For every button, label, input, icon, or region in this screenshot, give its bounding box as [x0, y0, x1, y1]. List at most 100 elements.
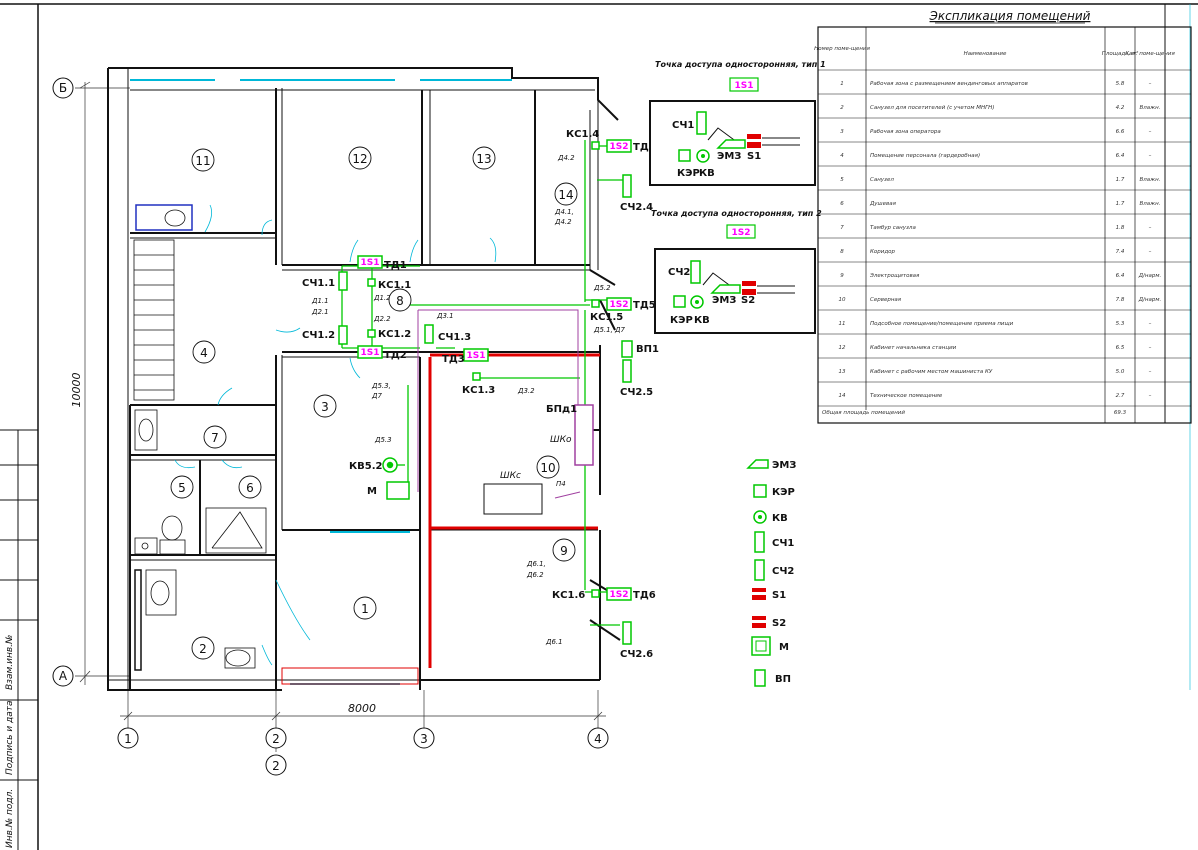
- table-cell-n: 2: [840, 105, 844, 111]
- room-12-label: 12: [352, 152, 367, 166]
- title-block-stamp: Взам.инв.№ Подпись и дата Инв.№ подл.: [5, 635, 15, 848]
- table-cell-n: 9: [840, 273, 844, 279]
- table-cell-name: Помещение персонала (гардеробная): [870, 153, 980, 159]
- detail2-title: Точка доступа односторонняя, тип 2: [651, 209, 822, 218]
- legend-m-label: М: [779, 642, 789, 653]
- stamp-inv: Инв.№ подл.: [5, 789, 15, 848]
- dim-height: 10000: [70, 373, 83, 408]
- table-cell-a: 7.4: [1116, 249, 1125, 255]
- detail1-kv: КВ: [699, 168, 715, 179]
- mark-d53b: Д5.3,: [371, 382, 391, 390]
- tag-1s2-td6: 1S2: [609, 590, 628, 600]
- mark-d51: Д5.1, Д7: [593, 326, 626, 334]
- room-9-label: 9: [560, 544, 568, 558]
- table-cell-n: 3: [840, 129, 844, 135]
- room-10-label: 10: [540, 461, 555, 475]
- table-cell-n: 10: [839, 297, 846, 303]
- legend-sch2-label: СЧ2: [772, 566, 794, 577]
- shkc-label: ШКс: [500, 471, 521, 481]
- legend-sch1-label: СЧ1: [772, 538, 794, 549]
- sch26-label: СЧ2.6: [620, 649, 653, 660]
- table-cell-a: 6.4: [1116, 273, 1125, 279]
- table-total-label: Общая площадь помещений: [822, 410, 905, 416]
- sch24-label: СЧ2.4: [620, 202, 653, 213]
- th-area: Площадь, м²: [1102, 50, 1139, 57]
- table-cell-n: 13: [839, 369, 846, 375]
- mark-d53: Д5.3: [374, 436, 392, 444]
- table-cell-c: –: [1149, 369, 1152, 375]
- table-cell-n: 11: [839, 321, 846, 327]
- mark-d61b: Д6.1: [545, 638, 563, 646]
- fire-rated-walls: [281, 353, 600, 685]
- axis-bubbles: [52, 77, 609, 776]
- table-title: Экспликация помещений: [929, 9, 1091, 23]
- table-cell-name: Подсобное помещение/помещение приема пищ…: [870, 321, 1014, 327]
- table-cell-c: –: [1149, 129, 1152, 135]
- tag-1s1-td2: 1S1: [360, 348, 379, 358]
- dim-width: 8000: [348, 702, 376, 715]
- th-cat: Кат. поме-щения: [1125, 51, 1175, 57]
- windows: [130, 79, 512, 685]
- table-cell-c: Д/нарм.: [1138, 273, 1162, 279]
- ks16-label: КС1.6: [552, 590, 585, 601]
- table-cell-n: 8: [840, 249, 844, 255]
- table-cell-name: Кабинет с рабочим местом машиниста КУ: [870, 369, 993, 375]
- ks11-label: КС1.1: [378, 280, 411, 291]
- sch25-label: СЧ2.5: [620, 387, 653, 398]
- plan-device-tags: 1S1 1S1 1S1 1S2 1S2 1S2: [360, 142, 628, 600]
- cable-marks: Д1.1 Д2.1 Д1.2 Д2.2 Д3.1 Д5.3, Д7 Д5.3 Д…: [311, 154, 626, 646]
- detail-type-2: Точка доступа односторонняя, тип 2 1S2 С…: [651, 209, 822, 334]
- table-cell-a: 1.7: [1116, 201, 1125, 207]
- mark-d52: Д5.2: [593, 284, 611, 292]
- ks14-label: КС1.4: [566, 129, 599, 140]
- symbol-legend: ЭМЗ КЭР КВ СЧ1 СЧ2 S1 S2 М ВП: [746, 459, 796, 687]
- td2-label: ТД2: [384, 350, 407, 361]
- sch12-label: СЧ1.2: [302, 330, 335, 341]
- mark-d7: Д7: [371, 392, 382, 400]
- sch13-label: СЧ1.3: [438, 332, 471, 343]
- legend-s2-label: S2: [772, 618, 786, 629]
- td1-label: ТД1: [384, 260, 407, 271]
- kv52-label: КВ5.2: [349, 461, 383, 472]
- table-cell-n: 14: [839, 393, 846, 399]
- table-cell-a: 5.3: [1116, 321, 1125, 327]
- mark-d42b: Д4.2: [554, 218, 572, 226]
- table-cell-name: Душевая: [869, 201, 897, 207]
- table-cell-c: –: [1149, 393, 1152, 399]
- detail-type-1: Точка доступа односторонняя, тип 1 1S1 С…: [649, 60, 826, 186]
- door-swings: [174, 204, 497, 666]
- mark-d62: Д6.2: [526, 571, 544, 579]
- mark-d22: Д2.2: [373, 315, 391, 323]
- mark-p4: П4: [556, 480, 566, 488]
- table-cell-c: Влажн.: [1140, 201, 1161, 207]
- table-cell-name: Кабинет начальника станции: [870, 345, 957, 351]
- tag-1s1-td3: 1S1: [466, 351, 485, 361]
- room-13-label: 13: [476, 152, 491, 166]
- table-cell-c: Влажн.: [1140, 105, 1161, 111]
- table-cell-a: 4.2: [1116, 105, 1125, 111]
- room-7-label: 7: [211, 431, 219, 445]
- table-cell-n: 5: [840, 177, 844, 183]
- table-cell-n: 7: [840, 225, 844, 231]
- sanitary-fixtures: [134, 204, 267, 671]
- vp1-label: ВП1: [636, 344, 659, 355]
- table-cell-n: 6: [840, 201, 844, 207]
- mark-d42: Д4.2: [557, 154, 575, 162]
- table-cell-a: 6.6: [1116, 129, 1125, 135]
- table-cell-name: Санузел для посетителей (с учетом МНГН): [870, 105, 994, 111]
- table-cell-name: Тамбур санузла: [870, 225, 916, 231]
- detail1-tag: 1S1: [734, 81, 753, 91]
- stamp-vzam: Взам.инв.№: [5, 635, 15, 690]
- room-6-label: 6: [246, 481, 254, 495]
- th-name: Наименование: [964, 51, 1007, 57]
- room-11-label: 11: [195, 154, 210, 168]
- room-1-label: 1: [361, 602, 369, 616]
- table-cell-name: Рабочая зона оператора: [870, 129, 941, 135]
- mark-d61: Д6.1,: [526, 560, 546, 568]
- ks13-label: КС1.3: [462, 385, 495, 396]
- axis-3-label: 3: [420, 732, 428, 746]
- m-label: М: [367, 486, 377, 497]
- detail1-s: S1: [747, 151, 761, 162]
- detail1-ker: КЭР: [677, 168, 700, 179]
- axis-a-label: А: [59, 669, 68, 683]
